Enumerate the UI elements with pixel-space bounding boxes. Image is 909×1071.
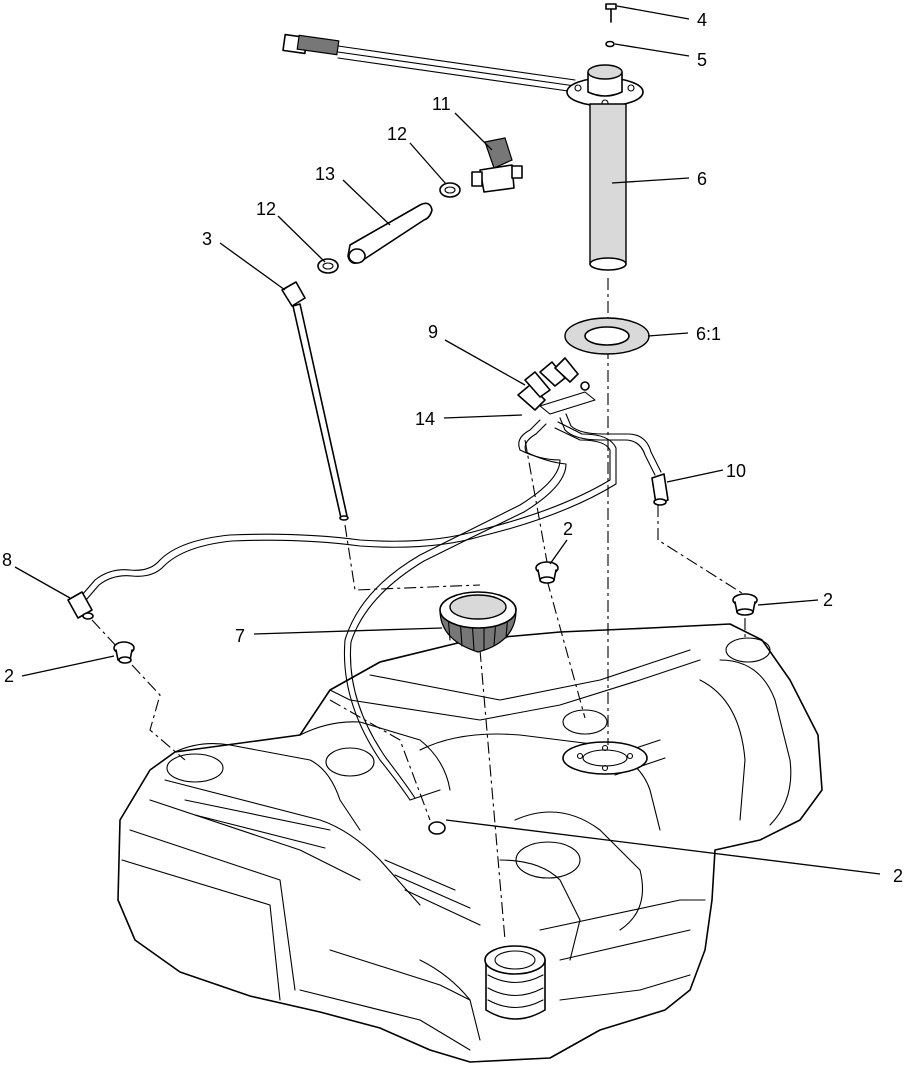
callout-2-lower: 2 [893, 866, 903, 886]
callout-leaders [14, 5, 881, 875]
callout-7: 7 [235, 626, 245, 646]
callout-5: 5 [697, 50, 707, 70]
fuel-line-tank-feed [343, 419, 567, 801]
grommet-right [732, 593, 758, 616]
fuel-line-elbow [67, 591, 94, 620]
fuel-line-long [81, 421, 617, 601]
tank-side-grommet [409, 789, 446, 835]
fuel-sender-harness [282, 33, 576, 93]
callout-10: 10 [726, 461, 746, 481]
callout-3: 3 [202, 229, 212, 249]
callout-4: 4 [697, 10, 707, 30]
hose-clamp-upper [439, 182, 461, 198]
fuel-pickup-tube [281, 281, 349, 521]
fuel-cap [439, 591, 517, 653]
callout-9: 9 [428, 322, 438, 342]
fuel-fitting-cluster [517, 357, 596, 415]
callout-12-lower: 12 [256, 199, 276, 219]
fuel-sender-gasket [564, 317, 650, 355]
grommet-center [535, 561, 559, 584]
tank-filler-neck [484, 945, 546, 1020]
fuel-sender-washer [605, 40, 615, 48]
fuel-sender-screw [605, 3, 617, 23]
callout-2-center: 2 [563, 519, 573, 539]
fuel-sender-unit [566, 64, 644, 271]
callout-6: 6 [697, 169, 707, 189]
callout-12-upper: 12 [387, 124, 407, 144]
callout-2-left: 2 [4, 666, 14, 686]
callout-14: 14 [415, 409, 435, 429]
callout-11: 11 [432, 94, 451, 114]
callout-13: 13 [315, 164, 335, 184]
tank-sender-mount-ring [562, 741, 648, 775]
fuel-tank [117, 623, 823, 1063]
fuel-shutoff-valve [471, 137, 523, 193]
callout-8: 8 [2, 550, 12, 570]
hose-clamp-lower [317, 258, 339, 274]
grommet-left [113, 641, 135, 664]
callout-2-right: 2 [823, 590, 833, 610]
fuel-hose [347, 202, 433, 264]
fuel-line-vent [559, 413, 662, 476]
vent-hose-end [651, 473, 669, 506]
callout-6-1: 6:1 [696, 324, 721, 344]
